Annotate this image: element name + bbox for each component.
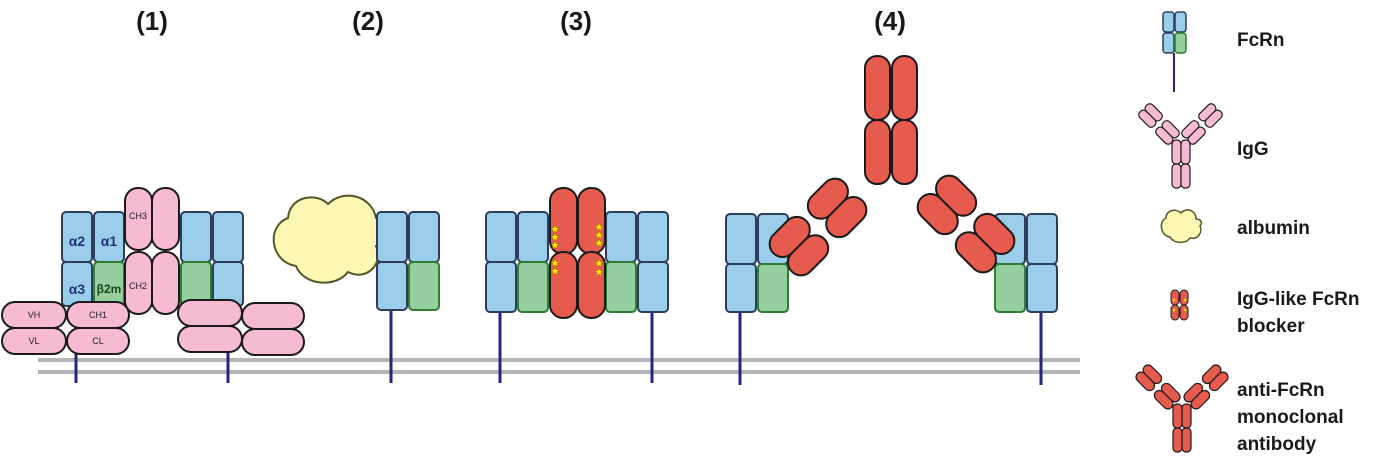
albumin-blob	[272, 194, 386, 284]
legend-blocker-label-1: IgG-like FcRn	[1237, 289, 1359, 310]
panel-label-4: (4)	[874, 6, 906, 36]
fcrn-receptor	[376, 211, 440, 383]
panel-3-igg-like-blocker	[485, 187, 669, 383]
panel-1-fcrn-igg: α2 α1 α3 β2m CH3 CH2 VH	[1, 187, 305, 383]
ch3-label: CH3	[129, 211, 147, 221]
panel-label-3: (3)	[560, 6, 592, 36]
panel-2-fcrn-albumin	[272, 194, 440, 383]
vh-label: VH	[28, 310, 41, 320]
alpha1-label: α1	[101, 233, 118, 249]
legend-fcrn-label: FcRn	[1237, 30, 1285, 51]
cl-label: CL	[92, 336, 104, 346]
legend-mab-label-2: monoclonal	[1237, 407, 1344, 428]
igg-fc-region: CH3 CH2	[124, 187, 180, 315]
fcrn-receptor-right	[180, 211, 244, 383]
alpha2-label: α2	[69, 233, 86, 249]
cell-membrane	[38, 358, 1080, 374]
igg-like-fcrn-blocker	[549, 187, 606, 319]
panel-label-1: (1)	[136, 6, 168, 36]
legend-albumin-label: albumin	[1237, 218, 1310, 239]
panel-4-anti-fcrn-mab	[725, 55, 1058, 385]
beta2m-label: β2m	[97, 282, 122, 296]
ch2-label: CH2	[129, 281, 147, 291]
ch1-label: CH1	[89, 310, 107, 320]
legend-blocker-icon	[1170, 289, 1189, 321]
fcrn-receptor-left	[485, 211, 549, 383]
panel-label-2: (2)	[352, 6, 384, 36]
fcrn-receptor-right	[605, 211, 669, 383]
legend-albumin-icon	[1160, 209, 1203, 244]
legend-igg-label: IgG	[1237, 139, 1269, 160]
legend-fcrn-icon	[1162, 11, 1187, 92]
legend-igg-icon	[1138, 103, 1223, 189]
legend-mab-label-1: anti-FcRn	[1237, 380, 1325, 401]
legend: FcRn IgG albumin	[1135, 11, 1359, 455]
alpha3-label: α3	[69, 281, 86, 297]
anti-fcrn-antibody	[768, 55, 1016, 277]
legend-blocker-label-2: blocker	[1237, 316, 1305, 337]
fcrn-receptor-left: α2 α1 α3 β2m	[61, 211, 125, 383]
vl-label: VL	[28, 336, 39, 346]
igg-fab-left: VH VL CH1 CL	[1, 301, 130, 355]
igg-fab-right	[177, 299, 305, 356]
legend-mab-icon	[1135, 364, 1229, 453]
legend-mab-label-3: antibody	[1237, 434, 1317, 455]
